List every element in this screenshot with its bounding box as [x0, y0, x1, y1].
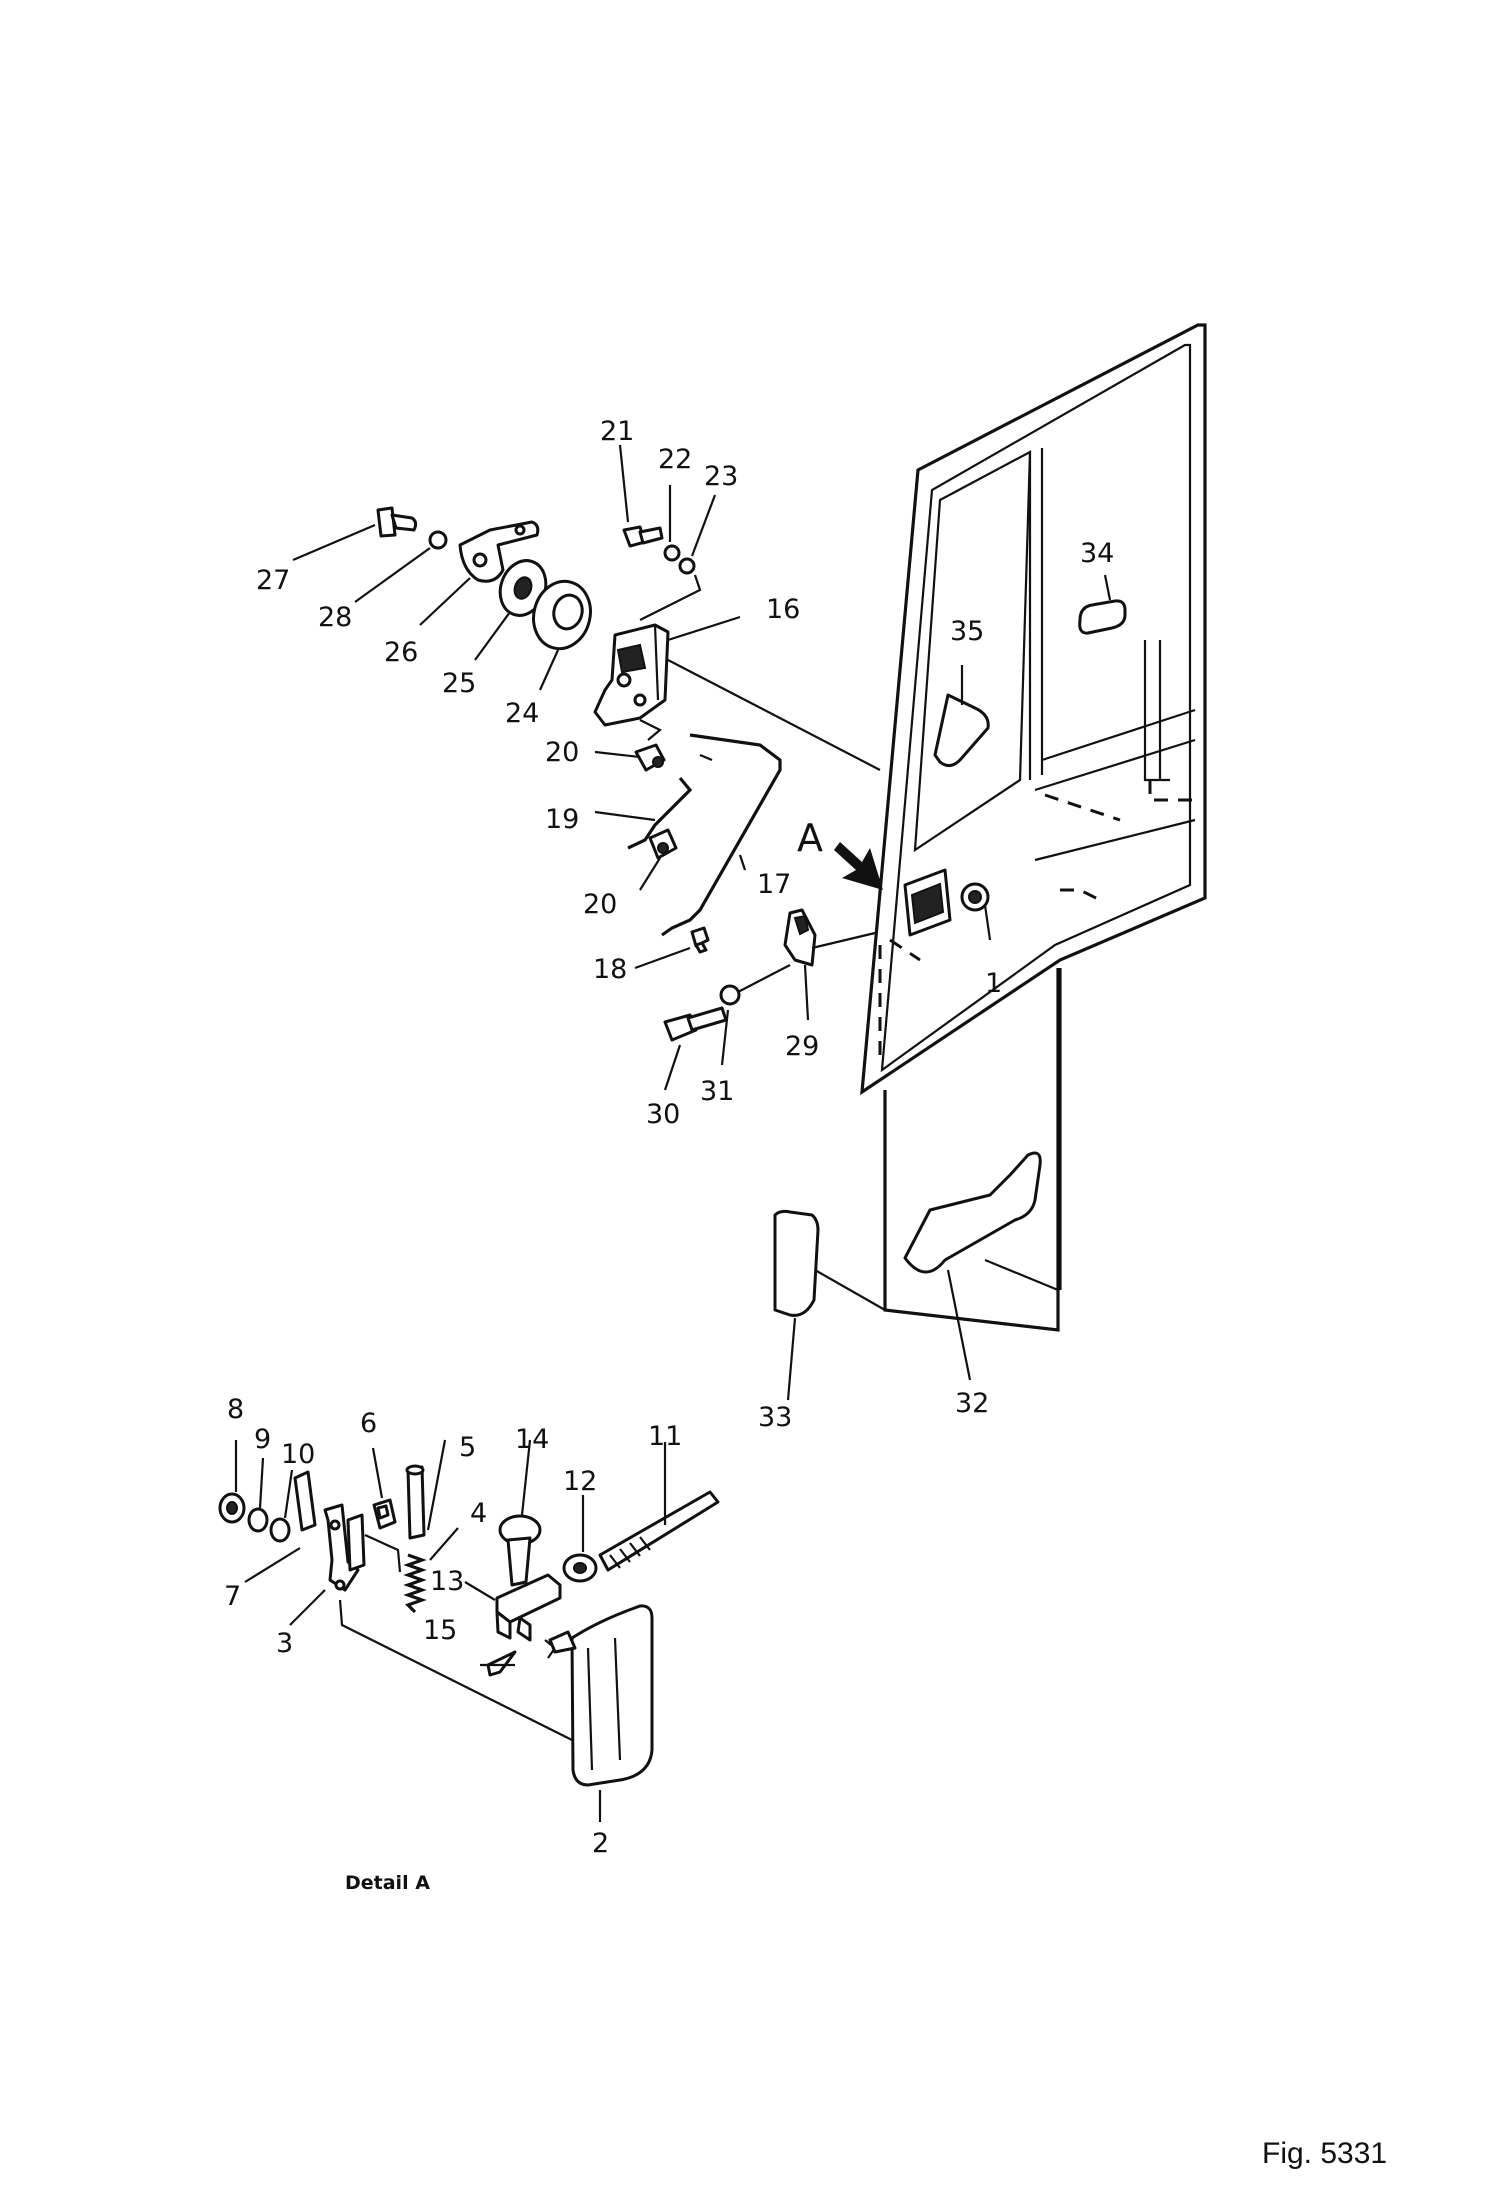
callout-10: 10 — [281, 1439, 315, 1470]
callout-26: 26 — [384, 637, 418, 668]
callout-28: 28 — [318, 602, 352, 633]
bracket-part-3 — [323, 1503, 366, 1592]
clip-part-20-lower — [648, 828, 678, 860]
callout-32: 32 — [955, 1388, 989, 1419]
callout-14: 14 — [515, 1424, 549, 1455]
lever-part-26 — [458, 520, 540, 583]
callout-13: 13 — [430, 1566, 464, 1597]
figure-label: Fig. 5331 — [1262, 2137, 1388, 2170]
washer-part-23 — [678, 557, 696, 575]
link-part-13 — [495, 1573, 562, 1642]
clip-part-20-upper — [634, 743, 666, 772]
plate-part-7 — [293, 1470, 317, 1532]
callout-23: 23 — [704, 461, 738, 492]
callout-29: 29 — [785, 1031, 819, 1062]
nut-part-8 — [218, 1492, 246, 1524]
washer-part-22 — [663, 544, 681, 562]
callout-34: 34 — [1080, 538, 1114, 569]
pin-part-14 — [498, 1514, 542, 1587]
pad-part-35 — [933, 693, 990, 767]
callout-27: 27 — [256, 565, 290, 596]
washer-part-28 — [428, 530, 448, 550]
callout-25: 25 — [442, 668, 476, 699]
callout-7: 7 — [224, 1581, 241, 1612]
callout-8: 8 — [227, 1394, 244, 1425]
washer-part-9 — [247, 1507, 269, 1533]
lock-part-16 — [593, 623, 670, 727]
callout-2: 2 — [592, 1828, 609, 1859]
washer-part-12 — [562, 1553, 598, 1583]
cam-part-25 — [498, 559, 548, 617]
callout-1: 1 — [985, 968, 1002, 999]
screw-part-18 — [690, 926, 710, 954]
rubber-part-33 — [773, 1209, 820, 1317]
rubber-part-32 — [903, 1151, 1042, 1274]
callout-11: 11 — [648, 1421, 682, 1452]
view-marker-a: A — [797, 816, 823, 860]
washer-part-10 — [269, 1517, 291, 1543]
callout-5: 5 — [459, 1432, 476, 1463]
callout-16: 16 — [766, 594, 800, 625]
callout-17: 17 — [757, 869, 791, 900]
pad-part-34 — [1078, 599, 1127, 635]
callout-6: 6 — [360, 1408, 377, 1439]
callout-31: 31 — [700, 1076, 734, 1107]
callout-18: 18 — [593, 954, 627, 985]
handle-cover-part-2 — [548, 1604, 654, 1787]
callout-35: 35 — [950, 616, 984, 647]
detail-caption: Detail A — [345, 1872, 430, 1894]
bolt-part-11 — [598, 1490, 720, 1572]
callout-12: 12 — [563, 1466, 597, 1497]
striker-part-29 — [783, 908, 817, 967]
bolt-part-21 — [622, 525, 664, 548]
callout-30: 30 — [646, 1099, 680, 1130]
rod-part-19 — [627, 776, 693, 850]
door-handle-part-1 — [903, 868, 990, 937]
callout-19: 19 — [545, 804, 579, 835]
callout-4: 4 — [470, 1498, 487, 1529]
callout-20-upper: 20 — [545, 737, 579, 768]
callout-3: 3 — [276, 1628, 293, 1659]
knob-part-24 — [532, 579, 592, 651]
clip-part-15 — [486, 1650, 517, 1677]
callout-21: 21 — [600, 416, 634, 447]
rod-part-17 — [661, 733, 782, 937]
callout-22: 22 — [658, 444, 692, 475]
view-arrow — [834, 842, 883, 890]
bolt-part-30 — [663, 1006, 728, 1042]
callout-14-alt: 15 — [423, 1615, 457, 1646]
callout-33: 33 — [758, 1402, 792, 1433]
pin-part-27 — [376, 506, 418, 538]
callout-24: 24 — [505, 698, 539, 729]
callout-20-lower: 20 — [583, 889, 617, 920]
door-panel — [814, 323, 1207, 1332]
block-part-6 — [372, 1498, 397, 1530]
spring-part-4 — [403, 1553, 427, 1614]
shaft-part-5 — [405, 1464, 426, 1540]
callout-9: 9 — [254, 1424, 271, 1455]
washer-part-31 — [719, 984, 741, 1006]
